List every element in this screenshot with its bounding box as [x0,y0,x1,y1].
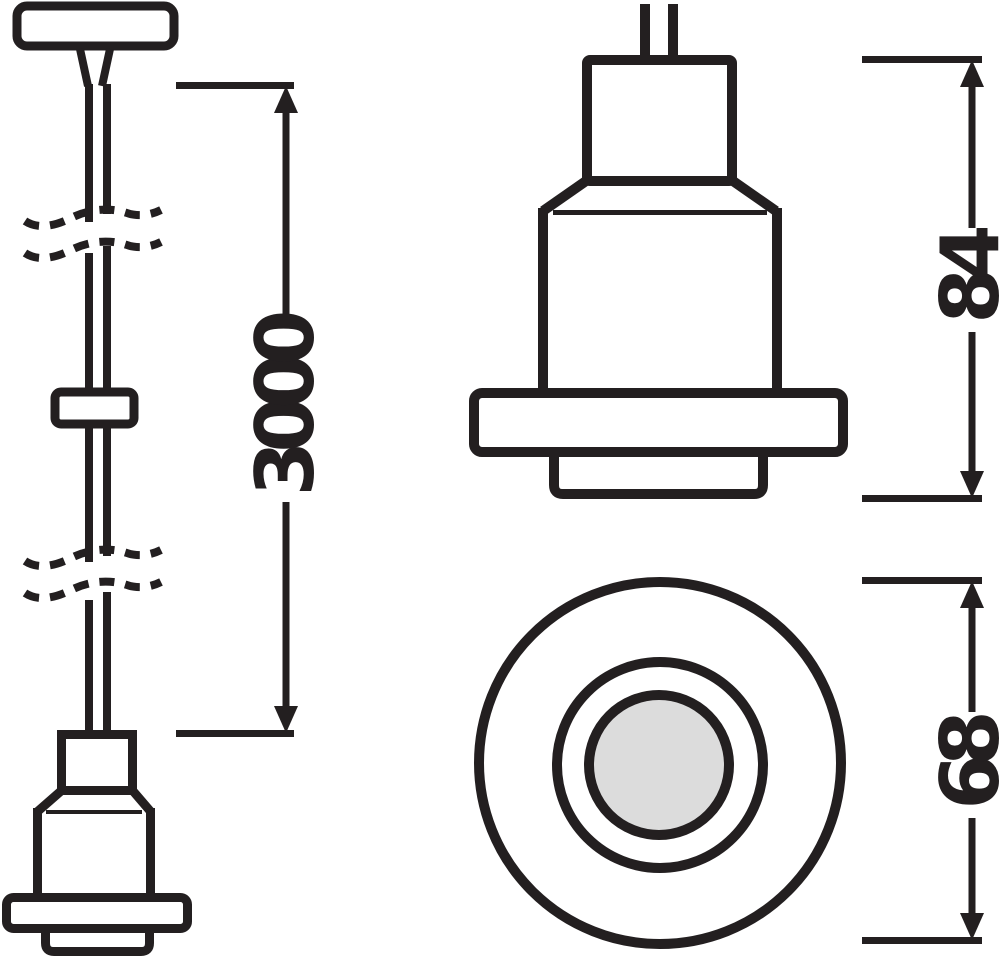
ceiling-canopy [12,1,179,51]
arrow-down-icon [960,471,984,498]
break-wave-line [22,577,163,602]
arrow-up-icon [960,581,984,608]
dimension-cable-length: 3000 [176,82,332,737]
dim-label-cable-length: 3000 [239,313,332,496]
mounting-flange-front [2,893,192,933]
dim-label-fixture-height: 84 [924,228,1000,324]
mounting-flange-side [469,388,848,457]
strain-relief-right-edge [98,48,114,87]
socket-shoulder-right [730,176,779,216]
lamp-bottom-view [474,577,846,949]
pendant-front-view [2,1,192,956]
lamp-holder-front [2,730,192,956]
socket-shoulder-left [540,176,589,216]
lamp-holder-side-view [469,4,848,499]
dimension-fixture-height: 84 [862,56,1000,502]
strain-relief-left-edge [76,48,92,87]
arrow-up-icon [274,86,298,113]
dim-label-fixture-diameter: 68 [924,715,1000,810]
lamp-lens-circle [584,690,734,840]
arrow-up-icon [960,60,984,87]
socket-neck-front [57,730,137,795]
cord-adjuster [50,387,139,429]
arrow-down-icon [274,706,298,733]
arrow-down-icon [960,913,984,940]
dimension-fixture-diameter: 68 [862,577,1000,944]
socket-neck-side [582,55,737,186]
